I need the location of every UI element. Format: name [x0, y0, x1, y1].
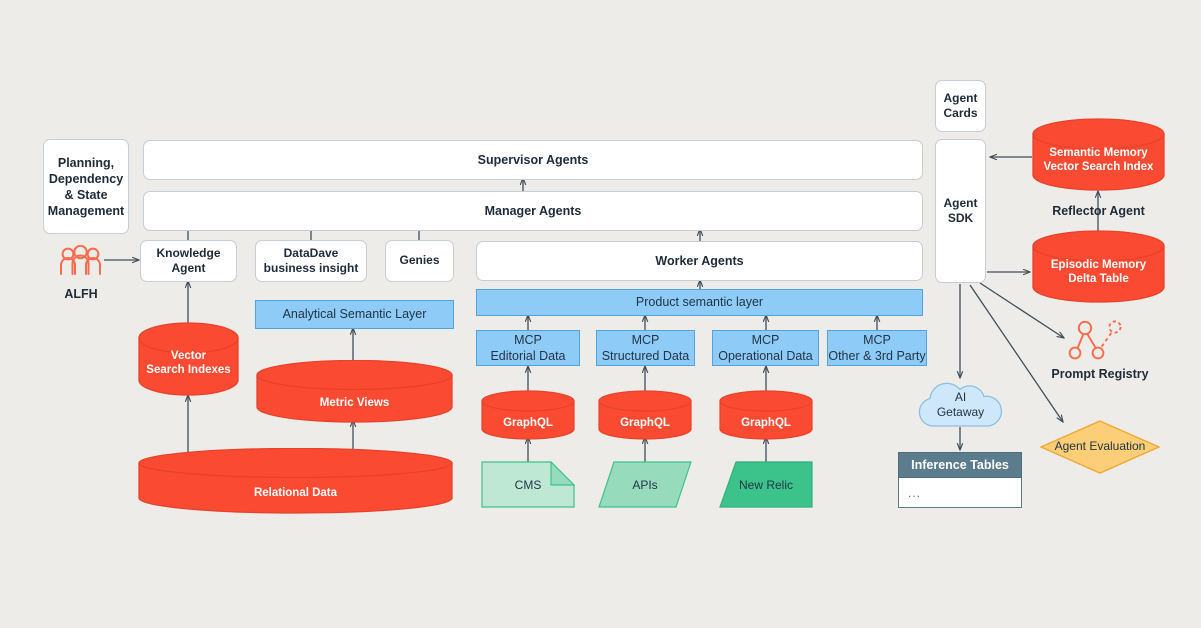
- manager-agents-box[interactable]: Manager Agents: [143, 191, 923, 231]
- cms-source[interactable]: CMS: [481, 460, 576, 508]
- episodic-memory-cylinder[interactable]: Episodic Memory Delta Table: [1032, 230, 1165, 304]
- cylinder-shape: [138, 447, 453, 514]
- metric-views-cylinder[interactable]: Metric Views: [256, 359, 453, 423]
- analytical-semantic-layer-box[interactable]: Analytical Semantic Layer: [255, 300, 454, 329]
- inference-tables-body-text: ...: [908, 485, 922, 500]
- mcp-editorial-data-label: MCP Editorial Data: [490, 332, 566, 363]
- mcp-operational-data-label: MCP Operational Data: [718, 332, 813, 363]
- trapezoid-shape: [719, 461, 813, 508]
- agent-sdk-label: Agent SDK: [943, 195, 978, 225]
- knowledge-agent-box[interactable]: Knowledge Agent: [140, 240, 237, 282]
- cylinder-shape: [719, 390, 813, 440]
- diamond-shape: [1039, 420, 1161, 474]
- vector-search-indexes-cylinder[interactable]: Vector Search Indexes: [138, 322, 239, 396]
- product-semantic-layer-label: Product semantic layer: [635, 295, 764, 310]
- genies-label: Genies: [399, 253, 440, 268]
- datadave-box[interactable]: DataDave business insight: [255, 240, 367, 282]
- agent-cards-label: Agent Cards: [943, 90, 978, 120]
- agent-cards-box[interactable]: Agent Cards: [935, 80, 986, 132]
- cylinder-shape: [598, 390, 692, 440]
- alfh-label: ALFH: [64, 287, 98, 301]
- new-relic-source[interactable]: New Relic: [719, 461, 813, 508]
- analytical-semantic-layer-label: Analytical Semantic Layer: [282, 307, 427, 322]
- datadave-label: DataDave business insight: [263, 245, 359, 275]
- mcp-editorial-data-box[interactable]: MCP Editorial Data: [476, 330, 580, 366]
- cylinder-shape: [1032, 118, 1165, 191]
- worker-agents-label: Worker Agents: [655, 254, 744, 268]
- product-semantic-layer-box[interactable]: Product semantic layer: [476, 289, 923, 316]
- knowledge-agent-label: Knowledge Agent: [156, 245, 221, 275]
- mcp-operational-data-box[interactable]: MCP Operational Data: [712, 330, 819, 366]
- inference-tables-header[interactable]: Inference Tables: [898, 452, 1022, 478]
- prompt-registry-node[interactable]: [1068, 318, 1130, 364]
- mcp-other-3rd-party-box[interactable]: MCP Other & 3rd Party: [827, 330, 927, 366]
- prompt-registry-label: Prompt Registry: [1051, 367, 1149, 381]
- cloud-shape: [918, 382, 1003, 427]
- reflector-agent-label: Reflector Agent: [1052, 204, 1145, 218]
- inference-tables-title: Inference Tables: [911, 458, 1009, 472]
- alfh-actor[interactable]: [58, 245, 104, 277]
- note-shape: [481, 460, 576, 508]
- graphql-structured-cylinder[interactable]: GraphQL: [598, 390, 692, 440]
- ai-gateway-cloud[interactable]: AI Getaway: [908, 377, 1013, 429]
- supervisor-agents-label: Supervisor Agents: [477, 153, 589, 167]
- mcp-other-3rd-party-label: MCP Other & 3rd Party: [828, 332, 926, 363]
- agent-evaluation-diamond[interactable]: Agent Evaluation: [1039, 420, 1161, 474]
- graphql-editorial-cylinder[interactable]: GraphQL: [481, 390, 575, 440]
- cylinder-shape: [138, 322, 239, 396]
- genies-box[interactable]: Genies: [385, 240, 454, 282]
- parallelogram-shape: [598, 461, 692, 508]
- agent-sdk-box[interactable]: Agent SDK: [935, 139, 986, 283]
- cylinder-shape: [481, 390, 575, 440]
- planning-box-label: Planning, Dependency & State Management: [47, 155, 125, 218]
- mcp-structured-data-box[interactable]: MCP Structured Data: [596, 330, 695, 366]
- worker-agents-box[interactable]: Worker Agents: [476, 241, 923, 281]
- cylinder-shape: [1032, 230, 1165, 303]
- semantic-memory-cylinder[interactable]: Semantic Memory Vector Search Index: [1032, 118, 1165, 192]
- apis-source[interactable]: APIs: [598, 461, 692, 508]
- inference-tables-body[interactable]: ...: [898, 478, 1022, 508]
- graphql-operational-cylinder[interactable]: GraphQL: [719, 390, 813, 440]
- planning-dependency-state-management-box[interactable]: Planning, Dependency & State Management: [43, 139, 129, 234]
- manager-agents-label: Manager Agents: [484, 204, 582, 218]
- cylinder-shape: [256, 359, 453, 423]
- relational-data-cylinder[interactable]: Relational Data: [138, 447, 453, 514]
- mcp-structured-data-label: MCP Structured Data: [601, 332, 690, 363]
- supervisor-agents-box[interactable]: Supervisor Agents: [143, 140, 923, 180]
- node-graph-icon: [1068, 320, 1122, 360]
- people-icon: [60, 245, 101, 275]
